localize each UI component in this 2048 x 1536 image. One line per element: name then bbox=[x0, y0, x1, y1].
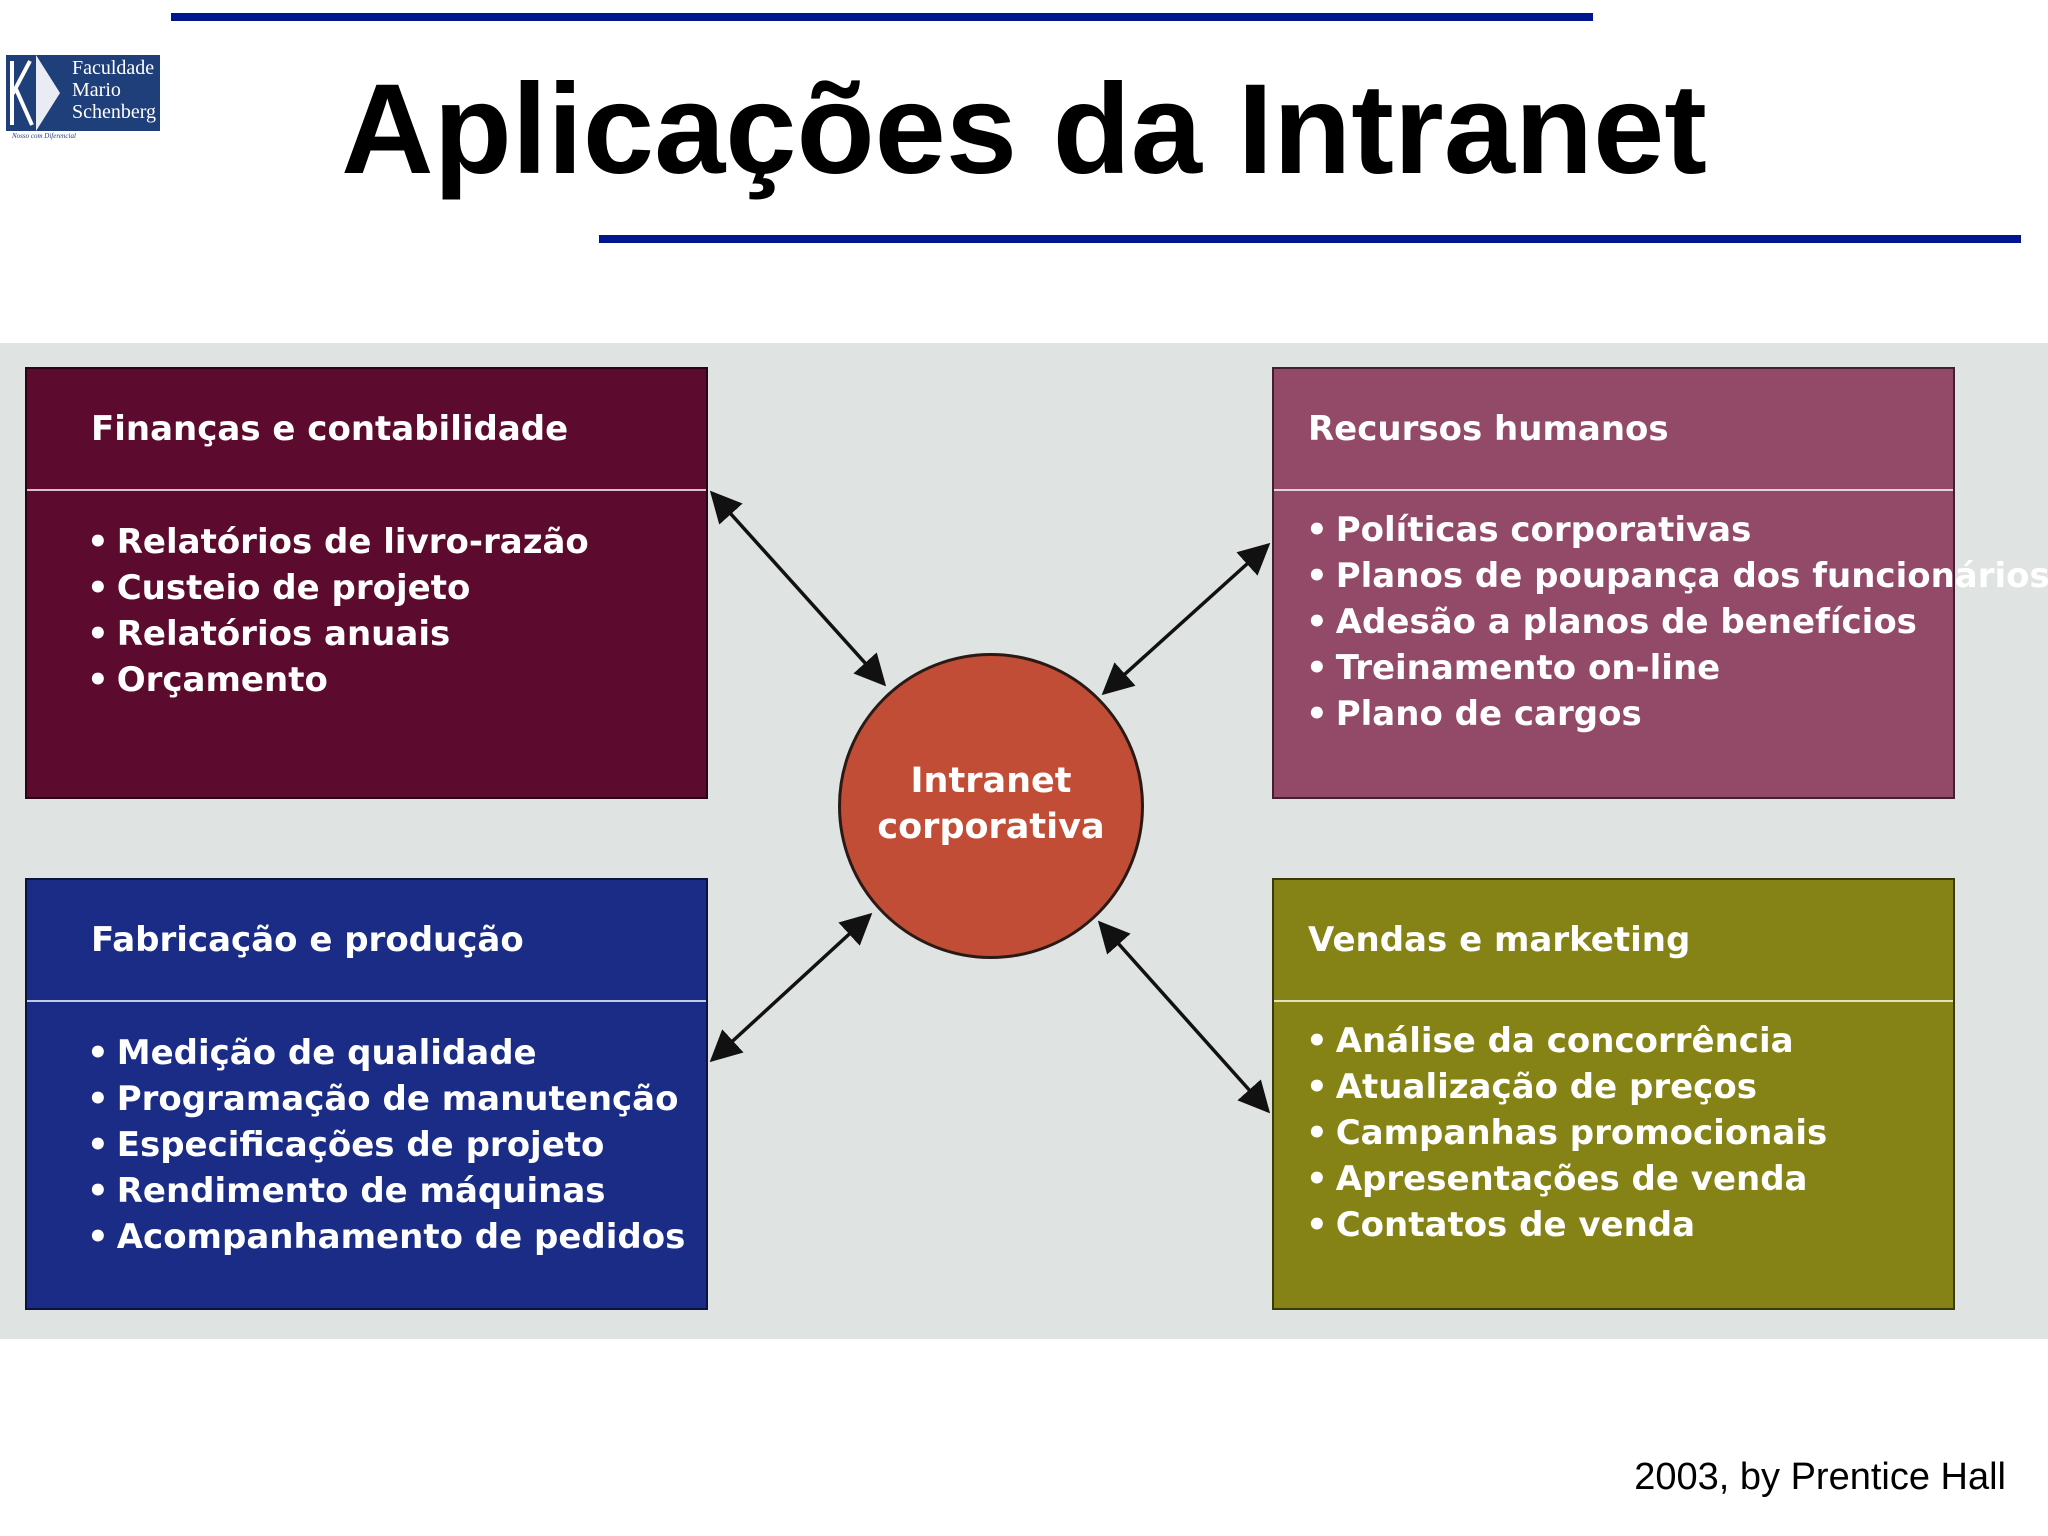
list-item: Plano de cargos bbox=[1306, 691, 2048, 737]
title-rule-bottom bbox=[599, 235, 2021, 243]
hub-label: Intranet corporativa bbox=[841, 758, 1141, 850]
list-item: Relatórios de livro-razão bbox=[87, 519, 589, 565]
logo-text: Faculdade Mario Schenberg bbox=[72, 57, 156, 123]
list-item: Especificações de projeto bbox=[87, 1122, 685, 1168]
list-item: Políticas corporativas bbox=[1306, 507, 2048, 553]
box-item-list: Políticas corporativas Planos de poupanç… bbox=[1306, 507, 2048, 737]
arrow-vendas bbox=[1097, 920, 1271, 1114]
logo-line: Faculdade bbox=[72, 57, 155, 79]
arrow-financas bbox=[709, 490, 887, 687]
list-item: Rendimento de máquinas bbox=[87, 1168, 685, 1214]
box-financas: Finanças e contabilidade Relatórios de l… bbox=[25, 367, 708, 799]
list-item: Medição de qualidade bbox=[87, 1030, 685, 1076]
box-item-list: Análise da concorrência Atualização de p… bbox=[1306, 1018, 1828, 1248]
box-header: Finanças e contabilidade bbox=[27, 369, 706, 491]
hub-circle: Intranet corporativa bbox=[838, 653, 1144, 959]
list-item: Adesão a planos de benefícios bbox=[1306, 599, 2048, 645]
box-header: Recursos humanos bbox=[1274, 369, 1953, 491]
connector-arrows bbox=[709, 490, 1271, 1114]
list-item: Campanhas promocionais bbox=[1306, 1110, 1828, 1156]
title-rule-top bbox=[171, 13, 1593, 21]
box-item-list: Relatórios de livro-razão Custeio de pro… bbox=[87, 519, 589, 703]
diagram-panel: Finanças e contabilidade Relatórios de l… bbox=[0, 343, 2048, 1339]
copyright-credit: 2003, by Prentice Hall bbox=[1634, 1456, 2006, 1498]
box-header-label: Finanças e contabilidade bbox=[91, 409, 569, 449]
box-header-label: Fabricação e produção bbox=[91, 920, 524, 960]
box-fabricacao: Fabricação e produção Medição de qualida… bbox=[25, 878, 708, 1310]
box-recursos-humanos: Recursos humanos Políticas corporativas … bbox=[1272, 367, 2048, 799]
list-item: Apresentações de venda bbox=[1306, 1156, 1827, 1202]
list-item: Relatórios anuais bbox=[87, 611, 589, 657]
list-item: Treinamento on-line bbox=[1306, 645, 2048, 691]
list-item: Atualização de preços bbox=[1306, 1064, 1827, 1110]
list-item: Análise da concorrência bbox=[1306, 1018, 1827, 1064]
box-header: Fabricação e produção bbox=[27, 880, 706, 1002]
box-header-label: Vendas e marketing bbox=[1308, 920, 1691, 960]
logo-background bbox=[36, 55, 160, 131]
logo-mark-icon bbox=[6, 55, 36, 131]
box-vendas: Vendas e marketing Análise da concorrênc… bbox=[1272, 878, 1955, 1310]
list-item: Orçamento bbox=[87, 657, 589, 703]
box-item-list: Medição de qualidade Programação de manu… bbox=[87, 1030, 686, 1260]
logo-line: Mario bbox=[72, 79, 121, 101]
arrow-recursos-humanos bbox=[1101, 542, 1271, 696]
hub-label-line: Intranet bbox=[910, 761, 1072, 801]
list-item: Programação de manutenção bbox=[87, 1076, 685, 1122]
box-header-label: Recursos humanos bbox=[1308, 409, 1669, 449]
list-item: Contatos de venda bbox=[1306, 1202, 1827, 1248]
hub-label-line: corporativa bbox=[877, 807, 1105, 847]
slide-title: Aplicações da Intranet bbox=[341, 58, 1707, 201]
list-item: Planos de poupança dos funcionários bbox=[1306, 553, 2048, 599]
institution-logo: Faculdade Mario Schenberg Nosso com Dife… bbox=[6, 55, 160, 140]
logo-motto: Nosso com Diferencial bbox=[12, 132, 76, 140]
list-item: Custeio de projeto bbox=[87, 565, 589, 611]
list-item: Acompanhamento de pedidos bbox=[87, 1214, 686, 1260]
logo-line: Schenberg bbox=[72, 101, 157, 123]
arrow-fabricacao bbox=[709, 912, 873, 1063]
box-header: Vendas e marketing bbox=[1274, 880, 1953, 1002]
